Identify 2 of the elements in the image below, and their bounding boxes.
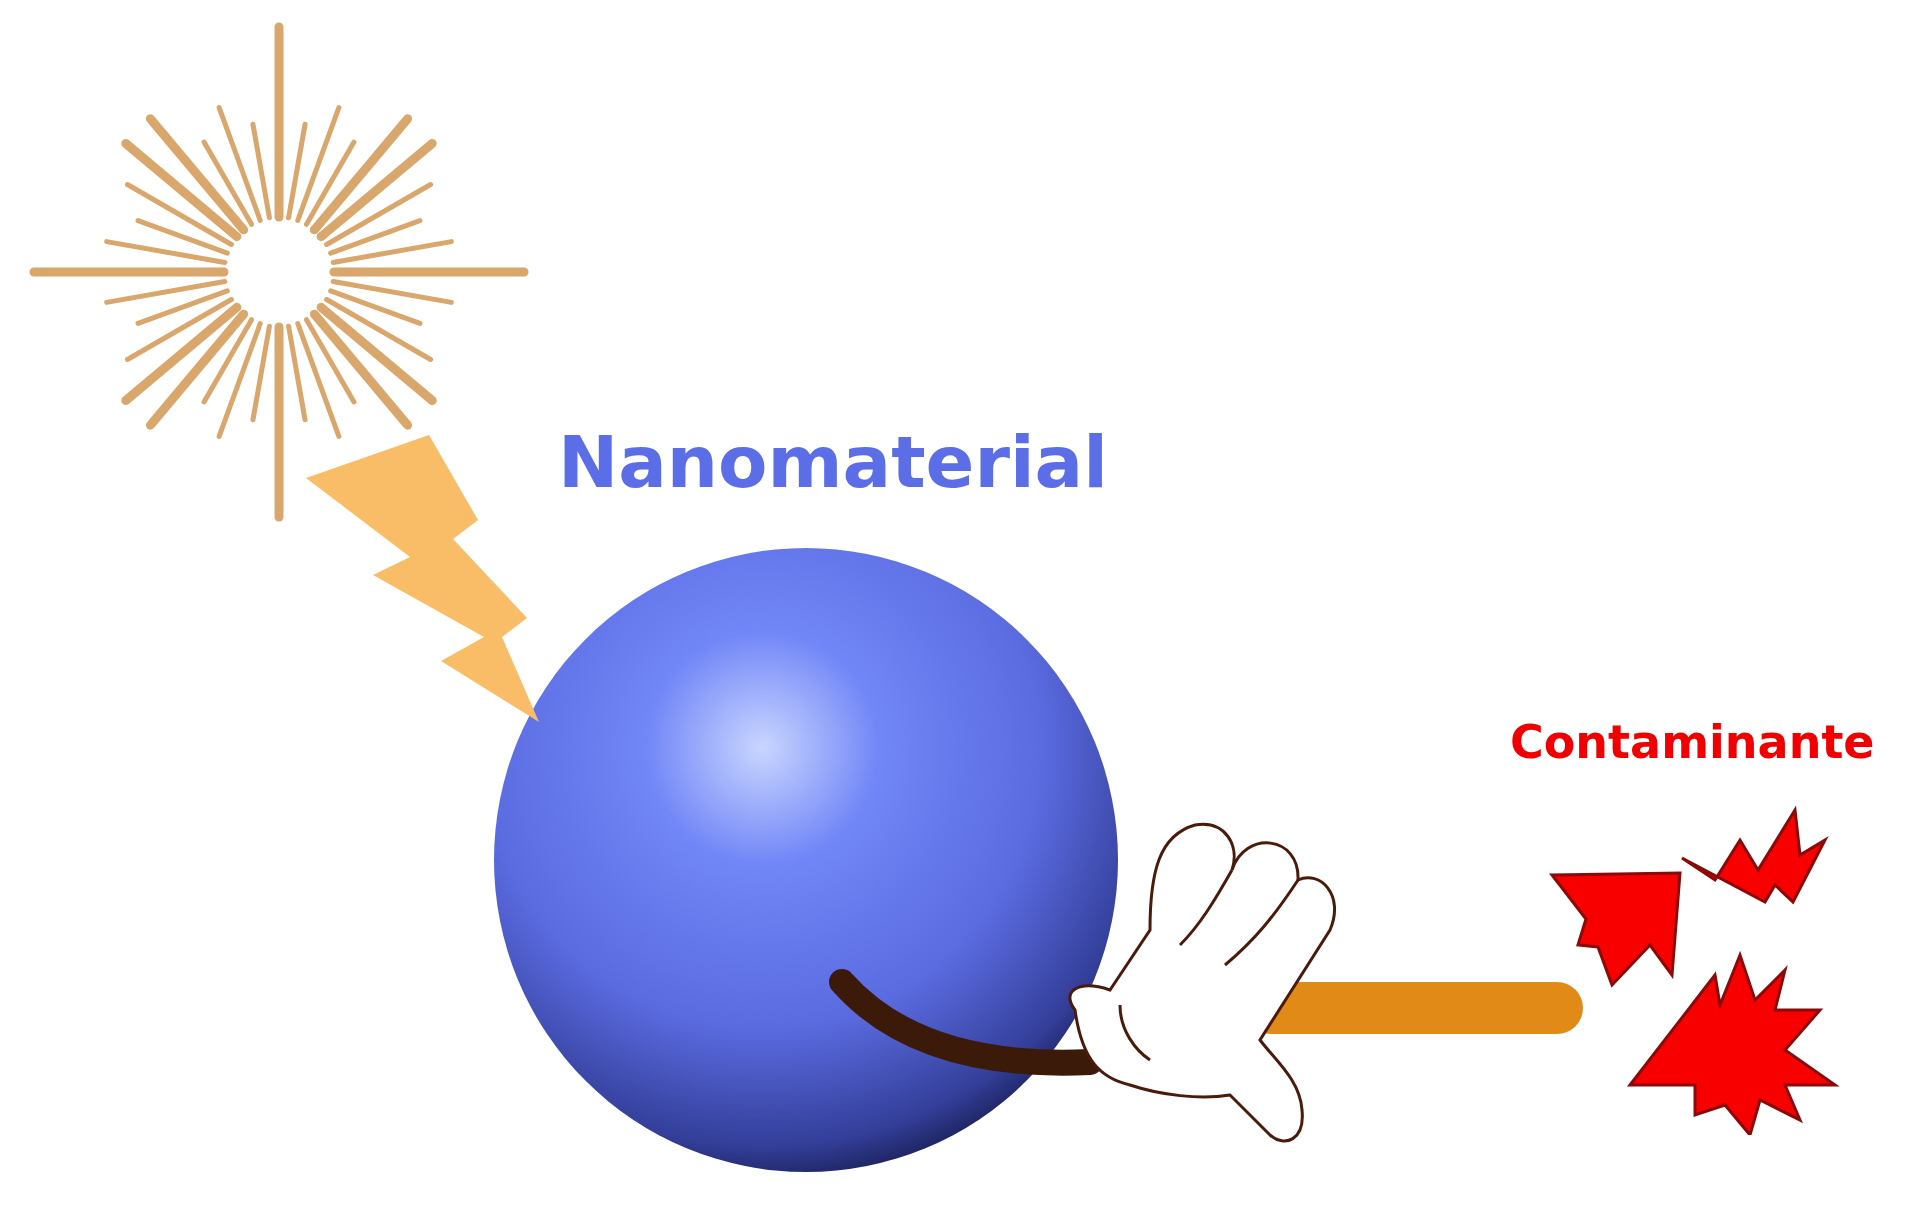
heading: Nanomaterial	[558, 420, 1108, 504]
heading: Contaminante	[1510, 715, 1875, 769]
